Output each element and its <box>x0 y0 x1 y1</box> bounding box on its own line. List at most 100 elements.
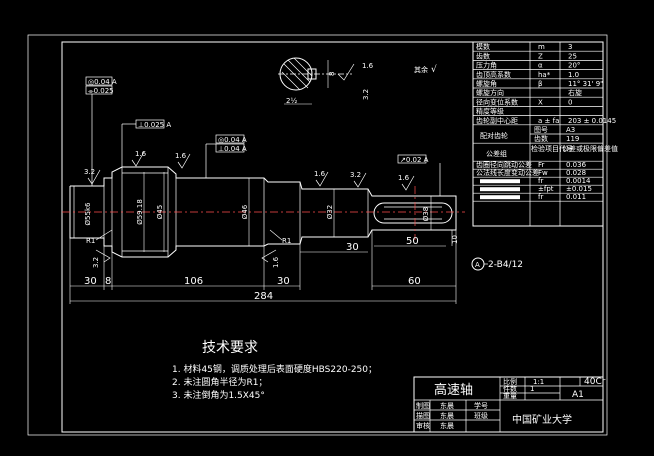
param-row-value: 0 <box>568 98 572 106</box>
length-g: 60 <box>408 276 421 287</box>
roughness-marks: 3.2 1.6 1.6 1.6 3.2 1.6 3.2 1.6 3.2 <box>84 89 415 268</box>
title-row-name: 东晨 <box>440 421 454 430</box>
length-dimensions <box>69 230 457 304</box>
tol-row-label: 公法线长度变动公差 <box>476 168 539 177</box>
param-row-value: 20° <box>568 62 580 70</box>
param-row-value: 11° 31' 9" <box>568 80 603 88</box>
svg-text:3.2: 3.2 <box>92 257 100 268</box>
length-d: 30 <box>277 276 290 287</box>
param-row-symbol: m <box>538 43 545 51</box>
title-row-name: 东晨 <box>440 401 454 410</box>
svg-text:3.2: 3.2 <box>362 89 370 100</box>
tol-row-symbol: ±fpt <box>538 185 554 193</box>
svg-text:1.6: 1.6 <box>135 150 147 158</box>
section-dim-2: 8 <box>328 72 336 76</box>
length-a: 30 <box>84 276 97 287</box>
param-row-symbol: Z <box>538 52 543 60</box>
side-note-symbol: √ <box>431 64 437 75</box>
material: 40Cr <box>584 377 606 387</box>
svg-text:1.6: 1.6 <box>175 152 187 160</box>
tol-row-blank <box>480 195 520 200</box>
param-row-label: 压力角 <box>476 61 497 70</box>
radius-r1: R1 <box>86 237 95 245</box>
svg-text:↗0.02 A: ↗0.02 A <box>400 156 429 164</box>
weight-label: 重量 <box>503 392 517 400</box>
side-note: 其余 <box>414 65 428 74</box>
param-row-symbol: ha* <box>538 71 551 79</box>
qty-value: 1 <box>530 385 534 393</box>
diameter-d1: Ø55k6 <box>84 202 92 225</box>
param-row-label: 螺旋方向 <box>476 88 504 97</box>
tech-title: 技术要求 <box>202 340 258 356</box>
radius-r2: R1 <box>282 237 291 245</box>
length-f: 50 <box>406 236 419 247</box>
param-row-symbol: α <box>538 62 543 70</box>
diameter-d2: Ø59.18 <box>136 199 144 225</box>
length-total: 284 <box>254 291 273 302</box>
section-dim-1: 2½ <box>286 97 297 105</box>
tech-item-1: 1. 材料45钢，调质处理后表面硬度HBS220-250； <box>172 363 377 375</box>
diameter-d3: Ø45 <box>156 205 164 219</box>
param-row-value: 25 <box>568 52 577 60</box>
svg-text:1.6: 1.6 <box>314 170 326 178</box>
mate-gear-field: 图号 <box>534 126 548 134</box>
param-row-label: 径向变位系数 <box>476 97 518 106</box>
mate-gear-value: 119 <box>566 135 579 143</box>
length-h: 10 <box>451 235 459 244</box>
length-c: 106 <box>184 276 203 287</box>
tol-col-header: 检验项目代号 <box>531 144 573 153</box>
title-row-name: 东晨 <box>440 411 454 420</box>
svg-text:◎0.04 A: ◎0.04 A <box>218 136 247 144</box>
title-row-role: 制图 <box>416 401 430 410</box>
param-row-label: 齿数 <box>476 51 490 60</box>
section-ref: 2-B4/12 <box>488 260 523 270</box>
school-name: 中国矿业大学 <box>512 413 572 426</box>
param-row-value: 3 <box>568 43 572 51</box>
param-row-symbol: X <box>538 98 543 106</box>
tol-row-value: 0.011 <box>566 193 586 201</box>
tech-item-2: 2. 未注圆角半径为R1； <box>172 376 267 388</box>
param-row-value: 1.0 <box>568 71 579 79</box>
param-row-label: 精度等级 <box>476 107 504 116</box>
tol-row-blank <box>480 179 520 184</box>
tol-row-symbol: fr <box>538 193 543 201</box>
tol-row-label: 齿圈径向跳动公差 <box>476 160 532 169</box>
svg-text:1.6: 1.6 <box>398 174 410 182</box>
tol-row-symbol: fr <box>538 177 543 185</box>
length-b: 8 <box>105 276 111 287</box>
title-row-field: 学号 <box>474 401 488 410</box>
param-row-symbol: a ± fa <box>538 117 559 125</box>
param-row-label: 螺旋角 <box>476 79 497 88</box>
tol-row-value: 0.0014 <box>566 177 591 185</box>
svg-text:⌯0.025: ⌯0.025 <box>88 87 114 95</box>
tol-col-header: 公差或极限偏差值 <box>562 144 618 153</box>
mate-gear-value: A3 <box>566 126 575 134</box>
svg-text:3.2: 3.2 <box>350 171 361 179</box>
scale-label: 比例 <box>503 377 517 386</box>
title-row-field: 班级 <box>474 411 488 420</box>
param-row-value: 右旋 <box>568 88 582 97</box>
tech-item-3: 3. 未注倒角为1.5X45° <box>172 389 265 401</box>
length-e: 30 <box>346 242 359 253</box>
scale-value: 1:1 <box>533 378 544 386</box>
param-row-label: 模数 <box>476 42 490 51</box>
tol-group-label: 公差组 <box>486 149 507 158</box>
diameter-d6: Ø38 <box>422 207 430 221</box>
qty-label: 件数 <box>503 384 517 393</box>
diameter-d5: Ø32 <box>326 205 334 219</box>
section-ref-symbol: A <box>475 261 480 269</box>
svg-text:⊥0.04 A: ⊥0.04 A <box>218 145 247 153</box>
diameter-d4: Ø46 <box>241 204 249 219</box>
svg-text:1.6: 1.6 <box>272 256 280 268</box>
section-roughness: 1.6 <box>362 62 374 70</box>
inner-border <box>61 41 604 433</box>
mate-gear-field: 齿数 <box>534 134 548 143</box>
tol-row-symbol: Fr <box>538 161 545 169</box>
mate-gear-label: 配对齿轮 <box>480 131 508 140</box>
tol-row-symbol: Fw <box>538 169 548 177</box>
title-block <box>413 376 604 433</box>
svg-text:◎0.04 A: ◎0.04 A <box>88 78 117 86</box>
svg-text:3.2: 3.2 <box>84 168 95 176</box>
